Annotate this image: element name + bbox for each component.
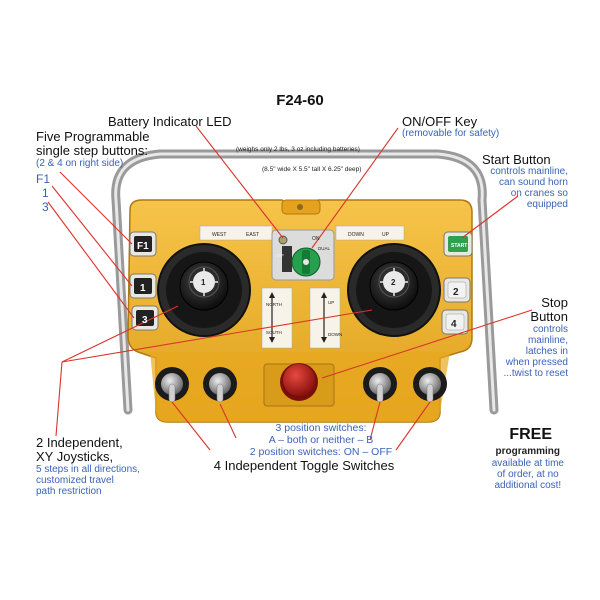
button-2[interactable] bbox=[443, 277, 471, 303]
toggle-switch-2[interactable] bbox=[203, 367, 237, 403]
stop-note-line: ...twist to reset bbox=[503, 368, 568, 379]
onoff-key-note: (removable for safety) bbox=[402, 128, 500, 139]
button-1[interactable] bbox=[129, 273, 157, 299]
toggle-switch-4[interactable] bbox=[413, 367, 447, 403]
button-4-text: 4 bbox=[451, 319, 457, 330]
start-button-note: controls mainline, can sound horn on cra… bbox=[490, 166, 568, 210]
stop-note-line: latches in bbox=[525, 346, 568, 357]
stop-note-line: mainline, bbox=[527, 335, 568, 346]
label-up-side: UP bbox=[328, 300, 334, 305]
programmable-note: (2 & 4 on right side) bbox=[36, 158, 124, 169]
size-note: (8.5" wide X 5.5" tall X 6.25" deep) bbox=[262, 166, 362, 173]
programmable-label-line2: single step buttons: bbox=[36, 143, 149, 158]
label-down-side: DOWN bbox=[328, 332, 342, 337]
joysticks-label-line1: 2 Independent, bbox=[36, 435, 123, 450]
weight-note: (weighs only 2 lbs, 3 oz including batte… bbox=[236, 146, 360, 153]
button-1-text: 1 bbox=[140, 283, 146, 294]
start-note-line: equipped bbox=[526, 199, 568, 210]
left-joystick-number: 1 bbox=[201, 278, 206, 287]
label-north: NORTH bbox=[266, 302, 282, 307]
stop-note-line: controls bbox=[532, 324, 568, 335]
free-note-line: available at time bbox=[491, 458, 564, 469]
label-dual: DUAL bbox=[318, 246, 331, 251]
joysticks-note-line: customized travel bbox=[36, 475, 114, 486]
label-up: UP bbox=[382, 232, 390, 238]
start-note-line: can sound horn bbox=[499, 177, 568, 188]
label-off: OFF bbox=[275, 253, 284, 258]
stop-label-line1: Stop bbox=[541, 295, 568, 310]
down-up-label-strip bbox=[335, 225, 405, 241]
start-button-label: Start Button bbox=[482, 152, 551, 167]
free-label: FREE bbox=[509, 426, 552, 443]
stop-note-line: when pressed bbox=[505, 357, 568, 368]
battery-led bbox=[278, 235, 288, 245]
button-3[interactable] bbox=[131, 305, 159, 331]
programmable-items: F1 1 3 bbox=[36, 172, 50, 214]
label-down: DOWN bbox=[348, 232, 364, 238]
button-f1[interactable] bbox=[129, 231, 157, 257]
button-3-text: 3 bbox=[142, 315, 148, 326]
label-on: ON bbox=[312, 236, 320, 242]
north-south-label-strip bbox=[261, 287, 293, 349]
battery-led-label: Battery Indicator LED bbox=[108, 114, 232, 129]
label-south: SOUTH bbox=[266, 330, 282, 335]
stop-button-label: Stop Button bbox=[530, 296, 568, 324]
free-note-line: additional cost! bbox=[494, 480, 562, 491]
programmable-item-3: 3 bbox=[42, 200, 49, 214]
west-east-label-strip bbox=[199, 225, 273, 241]
programmable-label: Five Programmable single step buttons: bbox=[36, 130, 149, 158]
label-west: WEST bbox=[212, 232, 226, 238]
three-pos-detail: A – both or neither – B bbox=[268, 434, 374, 446]
stop-button[interactable] bbox=[263, 363, 335, 407]
two-pos-label: 2 position switches: ON – OFF bbox=[249, 446, 393, 458]
button-2-text: 2 bbox=[453, 287, 459, 298]
programmable-label-line1: Five Programmable bbox=[36, 129, 150, 144]
toggle-switch-1[interactable] bbox=[155, 367, 189, 403]
button-4[interactable] bbox=[441, 309, 469, 335]
label-east: EAST bbox=[246, 232, 259, 238]
stop-label-line2: Button bbox=[530, 309, 568, 324]
button-f1-text: F1 bbox=[137, 241, 149, 252]
joysticks-note-line: path restriction bbox=[36, 486, 102, 497]
right-joystick-number: 2 bbox=[391, 278, 396, 287]
right-joystick[interactable] bbox=[347, 243, 441, 337]
left-joystick[interactable] bbox=[157, 243, 251, 337]
joysticks-note: 5 steps in all directions, customized tr… bbox=[36, 464, 140, 497]
onoff-key-label: ON/OFF Key bbox=[402, 114, 478, 129]
start-button-text: START bbox=[451, 243, 467, 249]
toggle-switches-label: 4 Independent Toggle Switches bbox=[213, 458, 395, 473]
free-sub: programming bbox=[495, 446, 560, 457]
stop-button-note: controls mainline, latches in when press… bbox=[504, 324, 568, 379]
free-note: available at time of order, at no additi… bbox=[492, 458, 564, 491]
free-note-line: of order, at no bbox=[497, 469, 559, 480]
programmable-item-1: 1 bbox=[42, 186, 49, 200]
page-title: F24-60 bbox=[276, 92, 324, 109]
onoff-key[interactable] bbox=[291, 247, 321, 277]
toggle-switch-3[interactable] bbox=[363, 367, 397, 403]
joysticks-note-line: 5 steps in all directions, bbox=[36, 464, 140, 475]
joysticks-label-line2: XY Joysticks, bbox=[36, 449, 114, 464]
three-position-switches: 3 position switches: A – both or neither… bbox=[236, 422, 406, 458]
programmable-item-f1: F1 bbox=[36, 172, 51, 186]
leader-lines bbox=[47, 125, 533, 451]
three-pos-label: 3 position switches: bbox=[275, 422, 367, 434]
start-button[interactable] bbox=[443, 231, 473, 257]
joysticks-label: 2 Independent, XY Joysticks, bbox=[36, 436, 123, 464]
start-note-line: on cranes so bbox=[510, 188, 568, 199]
start-note-line: controls mainline, bbox=[490, 166, 568, 177]
